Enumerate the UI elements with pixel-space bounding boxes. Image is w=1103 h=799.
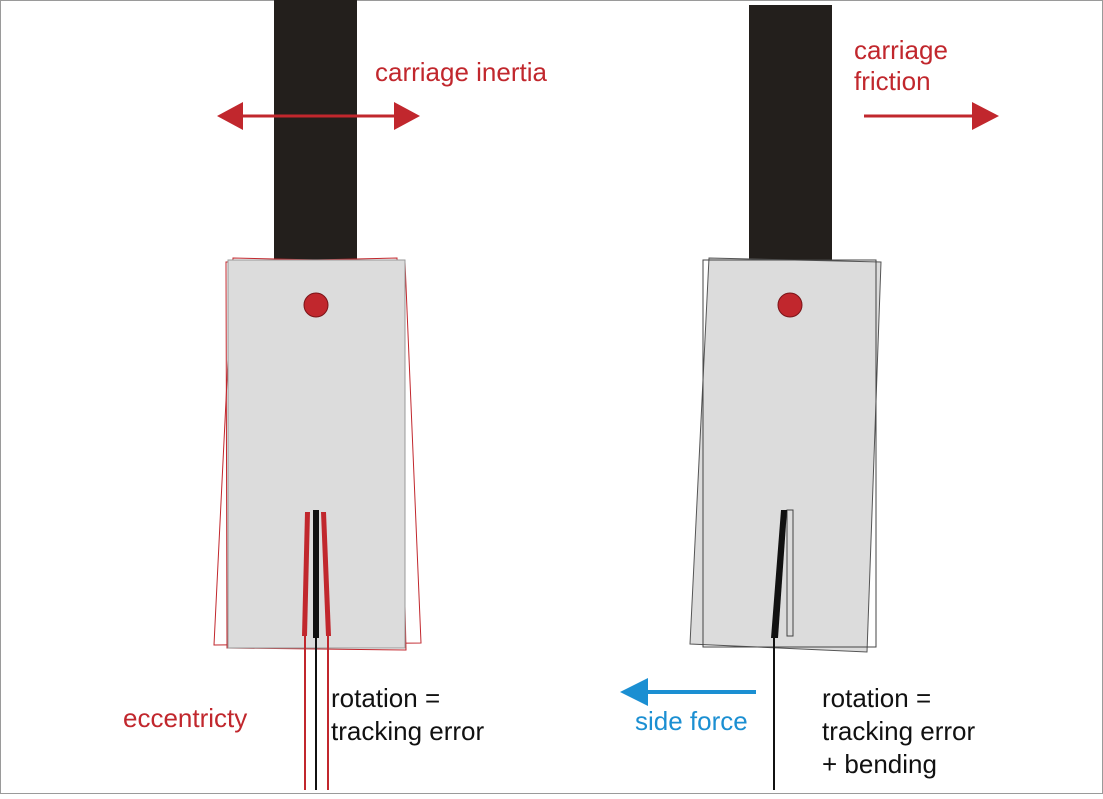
left-pivot-dot: [303, 292, 329, 318]
left-cantilever-black: [313, 510, 319, 638]
left-cantilever-red-a: [302, 512, 310, 636]
right-cartridge-diagram: [620, 5, 999, 790]
carriage-inertia-arrow: [217, 102, 420, 130]
label-side-force: side force: [635, 706, 748, 736]
label-eccentricity: eccentricty: [123, 703, 248, 733]
right-cantilever-reference: [786, 509, 794, 637]
label-right-rotation-line3: + bending: [822, 749, 937, 779]
label-carriage-friction-line1: carriage: [854, 35, 948, 65]
label-left-rotation-line1: rotation =: [331, 683, 441, 713]
label-right-rotation-line1: rotation =: [822, 683, 932, 713]
label-left-rotation-line2: tracking error: [331, 716, 485, 746]
right-headshell: [689, 257, 882, 653]
carriage-friction-arrow: [864, 102, 999, 130]
label-carriage-friction-line2: friction: [854, 66, 931, 96]
right-cantilever-bent: [771, 510, 787, 638]
label-right-rotation-line2: tracking error: [822, 716, 976, 746]
left-cantilever-red-b: [321, 512, 331, 636]
right-tonearm: [749, 5, 832, 263]
left-headshell-outline-rot-b: [225, 257, 407, 651]
left-tonearm: [274, 0, 357, 262]
label-carriage-inertia: carriage inertia: [375, 57, 547, 87]
right-pivot-dot: [777, 292, 803, 318]
side-force-arrow: [620, 678, 756, 706]
left-cartridge-diagram: [213, 0, 422, 790]
right-headshell-outline: [702, 259, 877, 648]
